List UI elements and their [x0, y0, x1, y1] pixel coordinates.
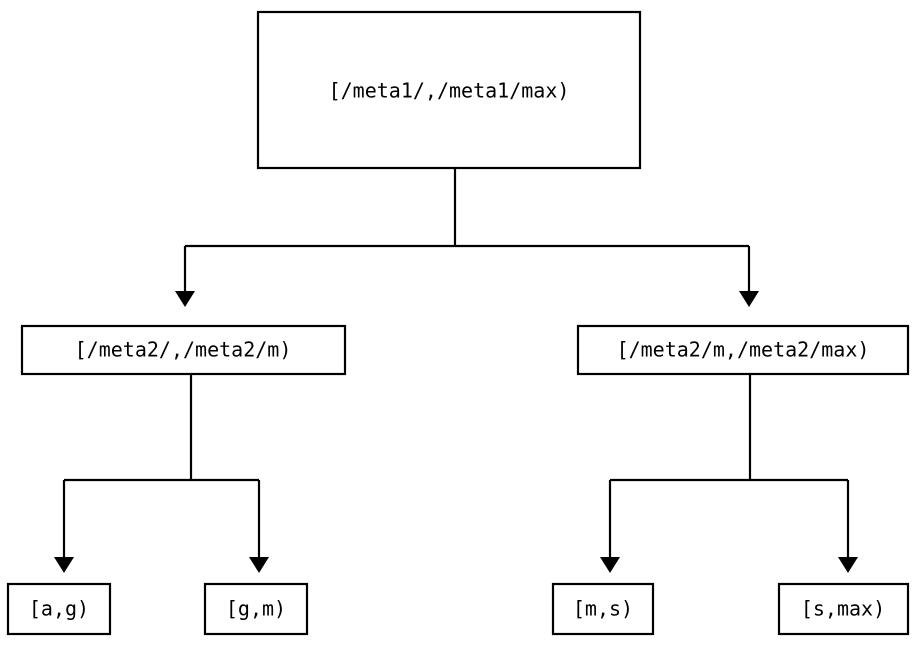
arrowhead-level2-left: [175, 291, 195, 307]
node-root-box: [256, 10, 642, 170]
node-level2-left-label: [/meta2/,/meta2/m): [75, 338, 292, 362]
node-leaf-2[interactable]: [g,m): [203, 582, 309, 636]
node-leaf-1[interactable]: [a,g): [6, 582, 112, 636]
node-leaf-2-label: [g,m): [226, 597, 286, 621]
node-level2-right-box: [576, 324, 910, 376]
arrowhead-leaf-4: [838, 557, 858, 573]
node-leaf-4-label: [s,max): [801, 597, 885, 621]
node-leaf-1-label: [a,g): [29, 597, 89, 621]
node-root[interactable]: [/meta1/,/meta1/max): [256, 10, 642, 170]
node-leaf-4-box: [777, 582, 910, 636]
node-root-label: [/meta1/,/meta1/max): [329, 79, 570, 103]
node-leaf-4[interactable]: [s,max): [777, 582, 910, 636]
node-level2-right[interactable]: [/meta2/m,/meta2/max): [576, 324, 910, 376]
node-level2-right-label: [/meta2/m,/meta2/max): [617, 338, 870, 362]
node-leaf-3-label: [m,s): [573, 597, 633, 621]
edge-group-level2-left-to-leaves: [54, 374, 269, 573]
node-level2-left-box: [20, 324, 347, 376]
node-level2-left[interactable]: [/meta2/,/meta2/m): [20, 324, 347, 376]
arrowhead-leaf-1: [54, 557, 74, 573]
arrowhead-leaf-3: [600, 557, 620, 573]
node-leaf-3[interactable]: [m,s): [551, 582, 655, 636]
arrowhead-level2-right: [739, 291, 759, 307]
arrowhead-leaf-2: [249, 557, 269, 573]
edge-group-level2-right-to-leaves: [600, 374, 858, 573]
node-leaf-3-box: [551, 582, 655, 636]
node-leaf-2-box: [203, 582, 309, 636]
edge-group-root-to-level2: [175, 168, 759, 307]
node-leaf-1-box: [6, 582, 112, 636]
